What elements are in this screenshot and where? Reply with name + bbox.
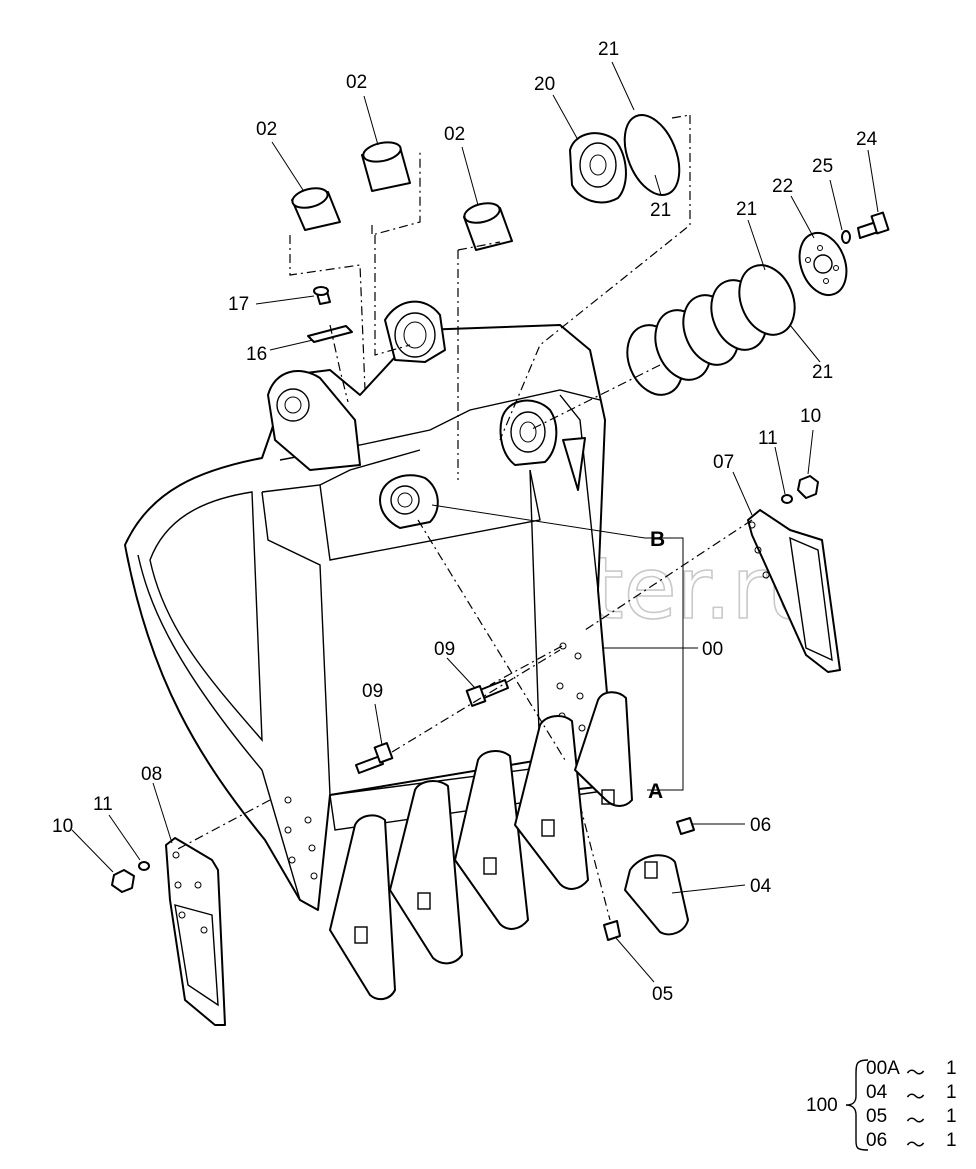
nut-10-right: [797, 475, 819, 499]
washer-25: [841, 230, 851, 244]
tooth-5: [574, 691, 633, 807]
kit-number: 100: [806, 1095, 838, 1116]
plate-16: [307, 325, 353, 343]
callout-11-left: 11: [93, 794, 113, 815]
lock-05: [603, 920, 621, 941]
kit-row: 00A ～ 1: [866, 1058, 970, 1084]
kit-table: 00A ～ 1 04 ～ 1 05 ～ 1 06 ～ 1: [866, 1058, 970, 1156]
side-cutter-07: [747, 509, 841, 673]
side-cutter-holes-left: [284, 796, 318, 880]
callout-A: A: [648, 780, 663, 803]
callout-02c: 02: [444, 124, 465, 145]
callout-labels: 02 02 02 20 21 21 21 21 22 25 24 17 16 1…: [52, 39, 878, 1005]
bolt-24: [857, 211, 890, 239]
callout-09-lower: 09: [362, 681, 383, 702]
callout-20: 20: [534, 74, 555, 95]
callout-06: 06: [750, 815, 771, 836]
bolt-09-lower: [355, 742, 394, 774]
shims-21: [623, 114, 796, 396]
callout-00: 00: [702, 639, 723, 660]
tooth-2: [389, 780, 463, 965]
kit-part: 06: [866, 1130, 888, 1151]
callout-22: 22: [772, 176, 793, 197]
kit-sep: ～: [906, 1063, 926, 1084]
right-boss: [499, 399, 558, 466]
kit-qty: 1: [946, 1082, 957, 1103]
kit-row: 04 ～ 1: [866, 1082, 970, 1108]
callout-21c: 21: [736, 199, 757, 220]
nut-10-left: [111, 869, 135, 893]
callout-04: 04: [750, 876, 772, 897]
kit-qty: 1: [946, 1058, 957, 1079]
callout-07: 07: [713, 452, 734, 473]
callout-10-left: 10: [52, 816, 73, 837]
washer-11-right: [781, 494, 793, 504]
tooth-04-exploded: [624, 854, 689, 936]
callout-21d: 21: [812, 362, 833, 383]
kit-sep: ～: [906, 1135, 926, 1156]
callout-09-upper: 09: [434, 639, 455, 660]
leader-lines: [71, 61, 879, 983]
center-boss: [379, 474, 439, 529]
tooth-3: [454, 750, 529, 930]
kit-qty: 1: [946, 1130, 957, 1151]
side-cutter-08: [165, 837, 226, 1026]
kit-row: 05 ～ 1: [866, 1106, 970, 1132]
bushings-02: [291, 141, 513, 251]
washer-11-left: [138, 861, 150, 871]
bucket-teeth: [329, 691, 695, 1001]
callout-08: 08: [141, 764, 162, 785]
kit-brace: [845, 1059, 869, 1151]
tooth-4: [514, 715, 589, 890]
kit-part: 00A: [866, 1058, 900, 1079]
callout-21b: 21: [650, 200, 671, 221]
boss-20: [569, 132, 627, 204]
bolt-09-upper: [465, 679, 509, 707]
callout-21a: 21: [598, 39, 619, 60]
callout-02a: 02: [256, 119, 277, 140]
assembly-lines: [175, 114, 753, 921]
kit-sep: ～: [906, 1087, 926, 1108]
kit-row: 06 ～ 1: [866, 1130, 970, 1156]
kit-part: 04: [866, 1082, 888, 1103]
callout-05: 05: [652, 984, 673, 1005]
callout-16: 16: [246, 344, 267, 365]
kit-part: 05: [866, 1106, 888, 1127]
callout-25: 25: [812, 156, 833, 177]
pin-06: [676, 817, 695, 835]
callout-B: B: [650, 528, 665, 551]
callout-11-right: 11: [758, 428, 778, 449]
kit-sep: ～: [906, 1111, 926, 1132]
kit-qty: 1: [946, 1106, 957, 1127]
callout-17: 17: [228, 294, 249, 315]
callout-02b: 02: [346, 72, 367, 93]
left-mount-bracket: [267, 370, 361, 471]
bolt-17: [313, 286, 331, 305]
callout-24: 24: [856, 129, 878, 150]
plate-22: [798, 232, 848, 296]
tooth-1: [329, 814, 396, 1001]
upper-boss: [384, 300, 446, 363]
callout-10-right: 10: [800, 406, 821, 427]
